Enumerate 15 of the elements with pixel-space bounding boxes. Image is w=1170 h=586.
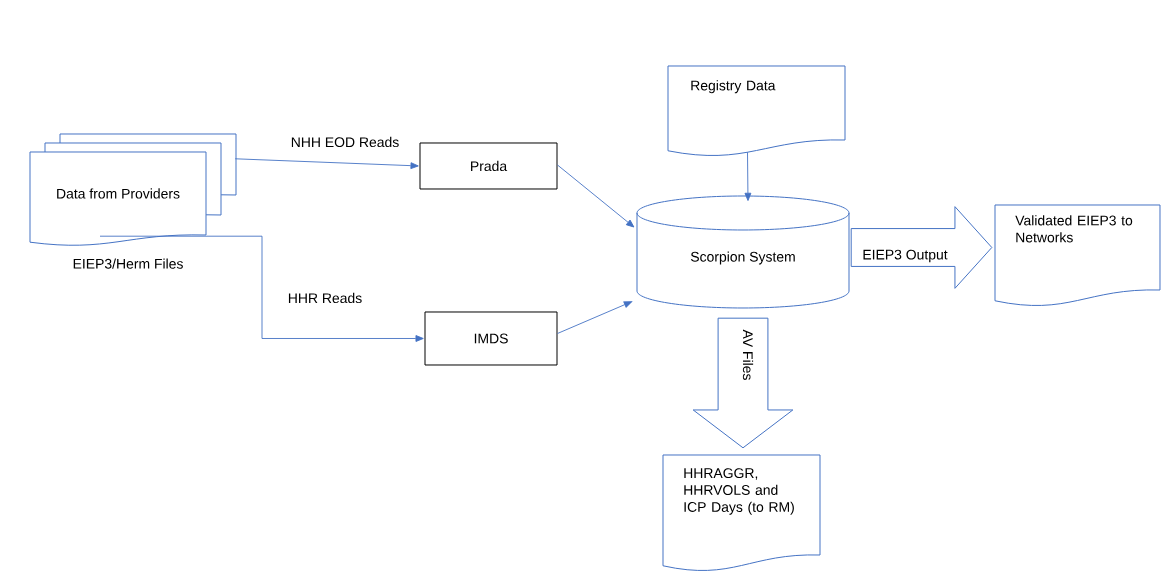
- process-box: IMDS: [424, 311, 558, 366]
- edge-label: AV Files: [742, 329, 754, 380]
- edge-label: EIEP3 Output: [863, 249, 948, 263]
- block-arrow: [692, 317, 794, 449]
- database-cylinder: Scorpion System: [636, 195, 850, 309]
- arrow: [557, 164, 635, 228]
- arrow: [744, 151, 752, 201]
- arrow: [557, 301, 633, 334]
- process-box: Prada: [419, 142, 558, 190]
- edge-label: HHR Reads: [286, 291, 364, 305]
- edge-label: NHH EOD Reads: [289, 135, 401, 149]
- block-arrow: [850, 206, 993, 289]
- arrow: [234, 158, 419, 170]
- arrow: [99, 235, 424, 342]
- shape-caption: EIEP3/Herm Files: [73, 258, 183, 269]
